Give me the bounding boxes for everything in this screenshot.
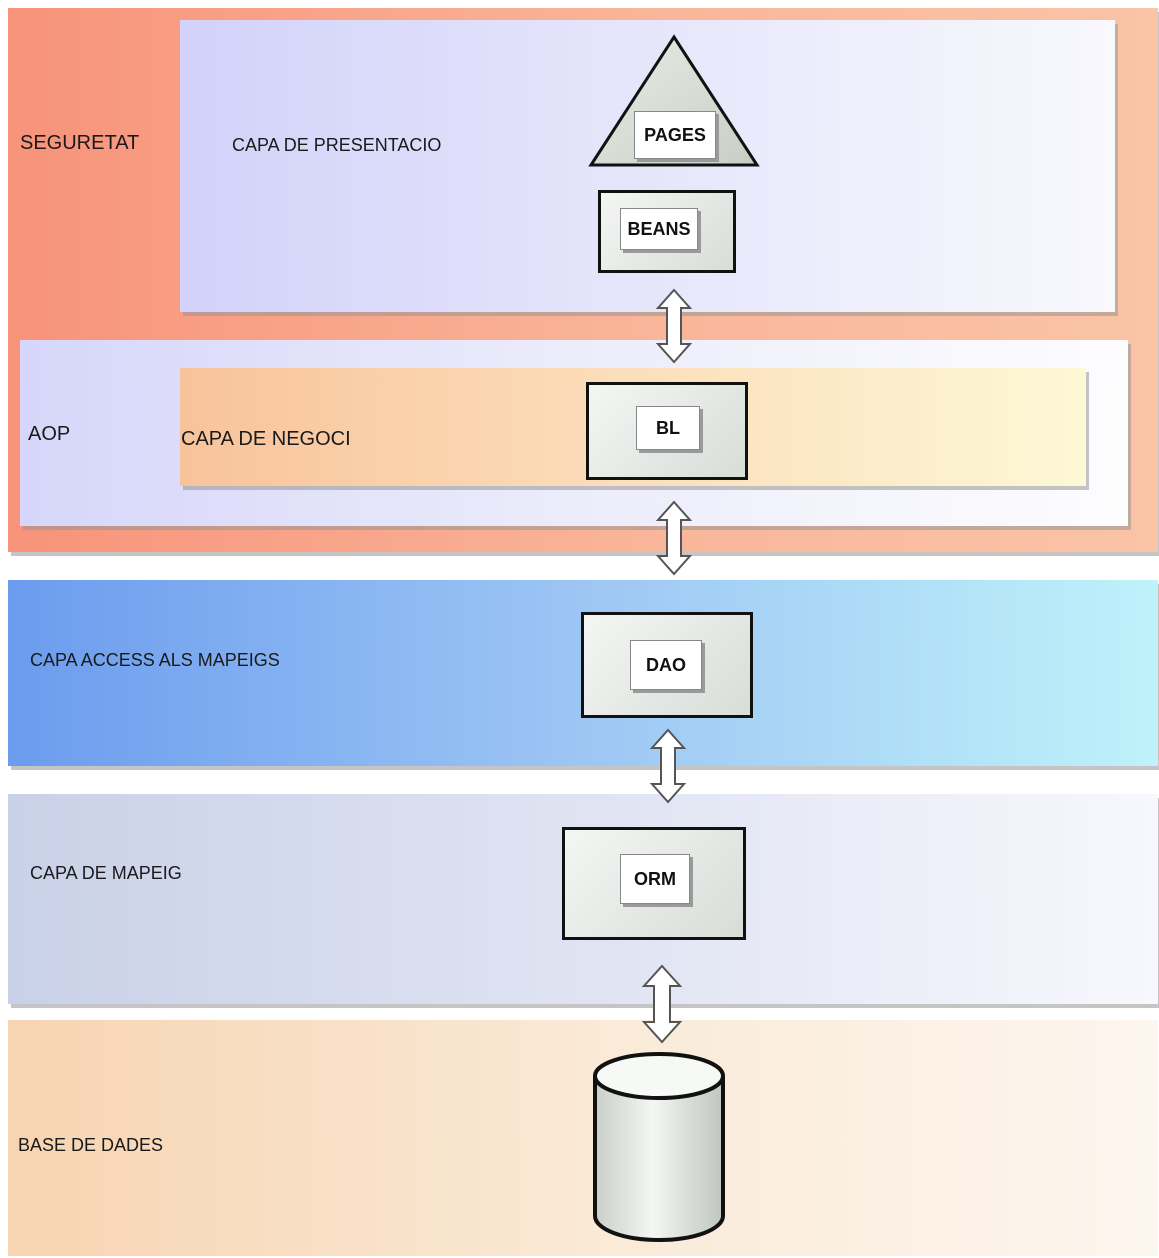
database-layer <box>8 1020 1158 1256</box>
arrow-beans-bl <box>655 288 693 364</box>
aop-layer-label: AOP <box>28 423 71 445</box>
business-layer-label: CAPA DE NEGOCI <box>181 428 351 450</box>
security-layer-label: SEGURETAT <box>20 132 140 154</box>
arrow-dao-orm <box>649 728 687 804</box>
database-cylinder-icon <box>593 1052 725 1242</box>
database-layer-label: BASE DE DADES <box>18 1135 164 1155</box>
data-access-layer-label: CAPA ACCESS ALS MAPEIGS <box>30 650 280 670</box>
arrow-orm-database <box>641 964 683 1044</box>
beans-component: BEANS <box>620 208 698 250</box>
orm-component: ORM <box>620 854 690 904</box>
arrow-bl-dao <box>655 500 693 576</box>
pages-component: PAGES <box>634 111 716 159</box>
presentation-layer-label: CAPA DE PRESENTACIO <box>232 135 442 155</box>
mapping-layer-label: CAPA DE MAPEIG <box>30 863 182 883</box>
bl-component: BL <box>636 406 700 450</box>
dao-component: DAO <box>630 640 702 690</box>
